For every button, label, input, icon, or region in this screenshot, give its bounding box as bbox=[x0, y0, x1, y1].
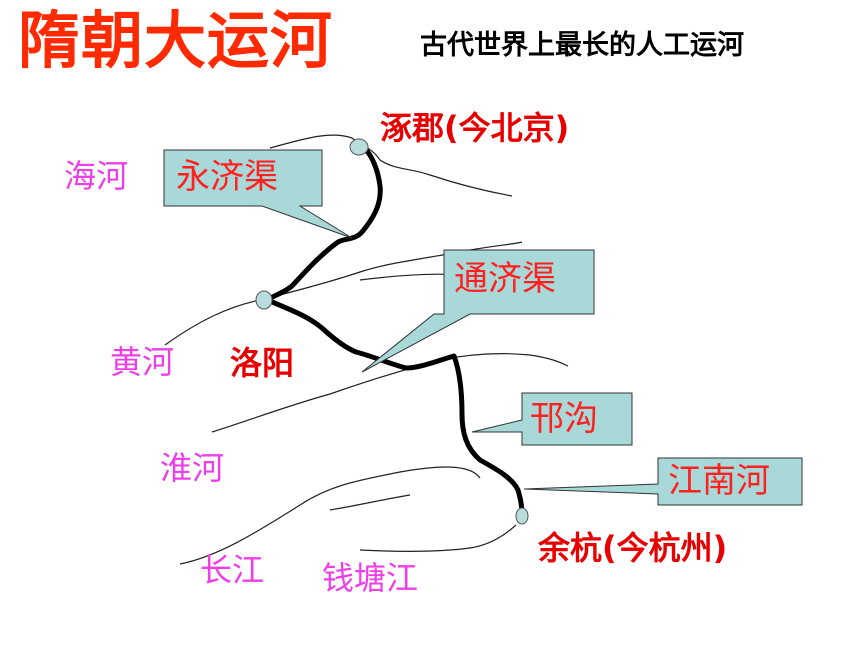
city-yuhang: 余杭(今杭州) bbox=[538, 529, 728, 567]
page-title: 隋朝大运河 bbox=[18, 4, 334, 77]
callout-jiangnanhe bbox=[523, 457, 803, 506]
callout-hangou bbox=[471, 392, 633, 446]
river-lines bbox=[164, 134, 569, 565]
river-huaihe: 淮河 bbox=[160, 449, 225, 487]
canal-label-jiangnanhe: 江南河 bbox=[668, 461, 770, 501]
luoyang-marker bbox=[255, 290, 273, 310]
yuhang-marker bbox=[515, 507, 529, 525]
river-qiantangjiang: 钱塘江 bbox=[322, 559, 419, 597]
city-luoyang: 洛阳 bbox=[230, 344, 295, 382]
changjiang-line bbox=[179, 466, 481, 565]
changjiang-line-lower bbox=[329, 494, 411, 511]
canal-label-hangou: 邗沟 bbox=[530, 399, 598, 439]
canal-route bbox=[265, 145, 525, 517]
city-zhuojun: 涿郡(今北京) bbox=[380, 109, 570, 147]
zhuojun-marker bbox=[349, 138, 369, 156]
river-huanghe: 黄河 bbox=[110, 343, 175, 381]
haihe-line bbox=[269, 134, 513, 197]
callout-tongjiqu bbox=[361, 249, 595, 373]
canal-label-yongjiqu: 永济渠 bbox=[176, 157, 278, 197]
river-changjiang: 长江 bbox=[200, 551, 265, 589]
huanghe-line bbox=[164, 241, 523, 346]
page-subtitle: 古代世界上最长的人工运河 bbox=[420, 30, 744, 61]
canal-label-tongjiqu: 通济渠 bbox=[454, 259, 556, 299]
qiantang-line bbox=[359, 524, 517, 552]
river-haihe: 海河 bbox=[64, 157, 129, 195]
callout-yongjiqu bbox=[163, 149, 353, 239]
